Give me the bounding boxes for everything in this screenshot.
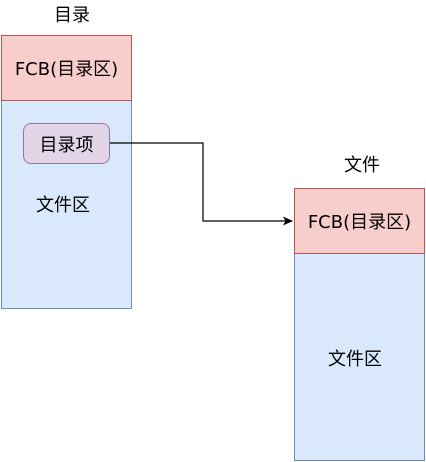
file-fcb-label: FCB(目录区) xyxy=(307,212,412,233)
file-caption: 文件 xyxy=(344,155,380,176)
file-file-area-label: 文件区 xyxy=(328,349,382,370)
directory-fcb-label: FCB(目录区) xyxy=(14,59,119,80)
directory-fcb: FCB(目录区) xyxy=(1,35,132,101)
directory-entry-label: 目录项 xyxy=(39,134,94,156)
file-fcb: FCB(目录区) xyxy=(294,188,425,254)
connector-path xyxy=(110,142,293,226)
file-block xyxy=(294,253,425,461)
directory-entry: 目录项 xyxy=(23,123,110,164)
directory-file-area-label: 文件区 xyxy=(36,195,90,216)
directory-caption: 目录 xyxy=(54,5,90,26)
